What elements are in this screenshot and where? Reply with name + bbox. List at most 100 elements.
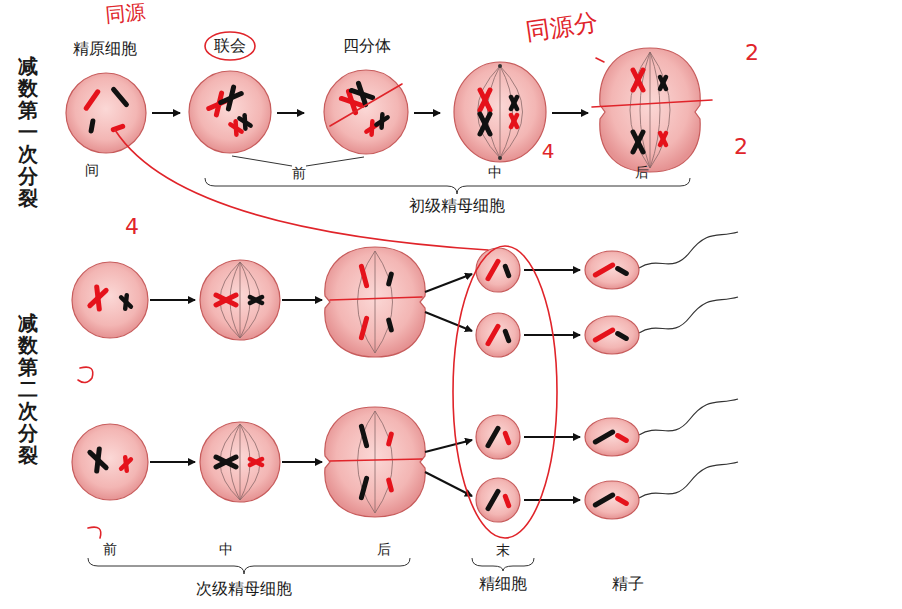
cell-part <box>189 71 271 153</box>
cell-part <box>216 295 236 305</box>
cell-part <box>114 89 127 104</box>
cell <box>325 407 425 517</box>
cell-part <box>505 433 508 442</box>
handwritten-mark-part <box>78 367 93 382</box>
sperm-part <box>639 297 738 333</box>
handwritten-mark-part <box>330 84 402 126</box>
cell-part <box>325 247 425 357</box>
cell-part <box>478 66 523 158</box>
handwritten-note: 同源 <box>104 0 146 26</box>
bracket <box>88 558 534 574</box>
cell-part <box>230 121 241 134</box>
cell-part <box>72 262 148 338</box>
bracket-part <box>232 156 292 166</box>
cell-part <box>476 248 520 292</box>
cell-part <box>633 132 643 152</box>
arrow-part <box>277 112 304 114</box>
cell-part <box>250 297 262 303</box>
arrow-part <box>425 312 472 331</box>
sperm-part <box>585 251 639 289</box>
cell-part <box>361 318 366 337</box>
cell-part <box>505 496 508 505</box>
cell <box>72 424 148 500</box>
cell-part <box>476 415 520 459</box>
cell <box>189 71 271 153</box>
handwritten-mark <box>78 32 712 538</box>
cell-part <box>361 266 366 285</box>
cell-part <box>389 480 392 490</box>
arrow-part <box>524 436 580 438</box>
cell-part <box>221 87 242 109</box>
sperm-part <box>595 265 612 275</box>
arrow <box>150 270 580 500</box>
cell-part <box>498 156 502 160</box>
stage-label: 精细胞 <box>479 575 527 593</box>
cell-part <box>376 114 387 127</box>
stage-label: 间 <box>85 162 99 178</box>
cell <box>476 415 520 522</box>
handwritten-mark-part <box>330 297 422 300</box>
cell-part <box>90 287 106 309</box>
cell-part <box>488 326 498 343</box>
cell-part <box>200 422 280 502</box>
arrow-part <box>152 112 180 114</box>
arrow-part <box>150 461 195 463</box>
cell-part <box>476 313 520 357</box>
cell-part <box>351 83 372 104</box>
cell-part <box>66 73 146 153</box>
cell-part <box>480 90 490 110</box>
cell-part <box>325 407 425 517</box>
stage-label: 中 <box>488 164 502 180</box>
sperm-part <box>618 436 627 441</box>
stage-label: 末 <box>496 542 510 558</box>
sperm <box>585 232 738 354</box>
stage-heading: 减数第一次分裂 <box>18 55 38 209</box>
cell-part <box>361 478 366 497</box>
handwritten-mark-part <box>592 100 712 107</box>
cell <box>200 260 280 340</box>
cell-part <box>630 52 670 168</box>
cell-part <box>511 115 517 127</box>
cell-part <box>216 457 236 467</box>
cell-part <box>200 260 280 340</box>
stage-label: 前 <box>103 541 117 557</box>
sperm <box>585 399 738 519</box>
sperm-part <box>618 334 627 339</box>
cell-part <box>505 331 508 340</box>
cell-part <box>454 62 546 162</box>
stage-label: 前 <box>292 165 306 181</box>
sperm-part <box>585 481 639 519</box>
handwritten-mark-part <box>88 527 101 538</box>
cell <box>600 48 700 172</box>
arrow-part <box>150 299 195 301</box>
stage-label: 联会 <box>214 37 246 55</box>
sperm-part <box>639 462 738 498</box>
stage-heading: 减数第二次分裂 <box>18 312 38 466</box>
cell-part <box>480 114 490 134</box>
cell-part <box>358 251 393 353</box>
cell <box>66 73 146 153</box>
stage-label: 次级精母细胞 <box>196 580 292 598</box>
sperm-part <box>618 499 627 504</box>
sperm-part <box>639 399 738 435</box>
arrow-part <box>414 112 440 114</box>
sperm-part <box>595 495 612 505</box>
arrow-part <box>282 299 322 301</box>
cell-part <box>600 48 700 172</box>
handwritten-mark-part <box>115 130 488 250</box>
cell <box>325 247 425 357</box>
handwritten-note: 4 <box>125 214 139 239</box>
bracket <box>205 156 690 194</box>
arrow-part <box>282 461 322 463</box>
cell-part <box>250 459 262 465</box>
cell <box>72 262 148 338</box>
handwritten-mark-part <box>596 58 604 62</box>
handwritten-mark-part <box>205 32 255 60</box>
bracket-part <box>205 178 690 194</box>
cell-part <box>121 295 131 308</box>
sperm-part <box>639 232 738 268</box>
stage-label: 四分体 <box>343 37 391 55</box>
